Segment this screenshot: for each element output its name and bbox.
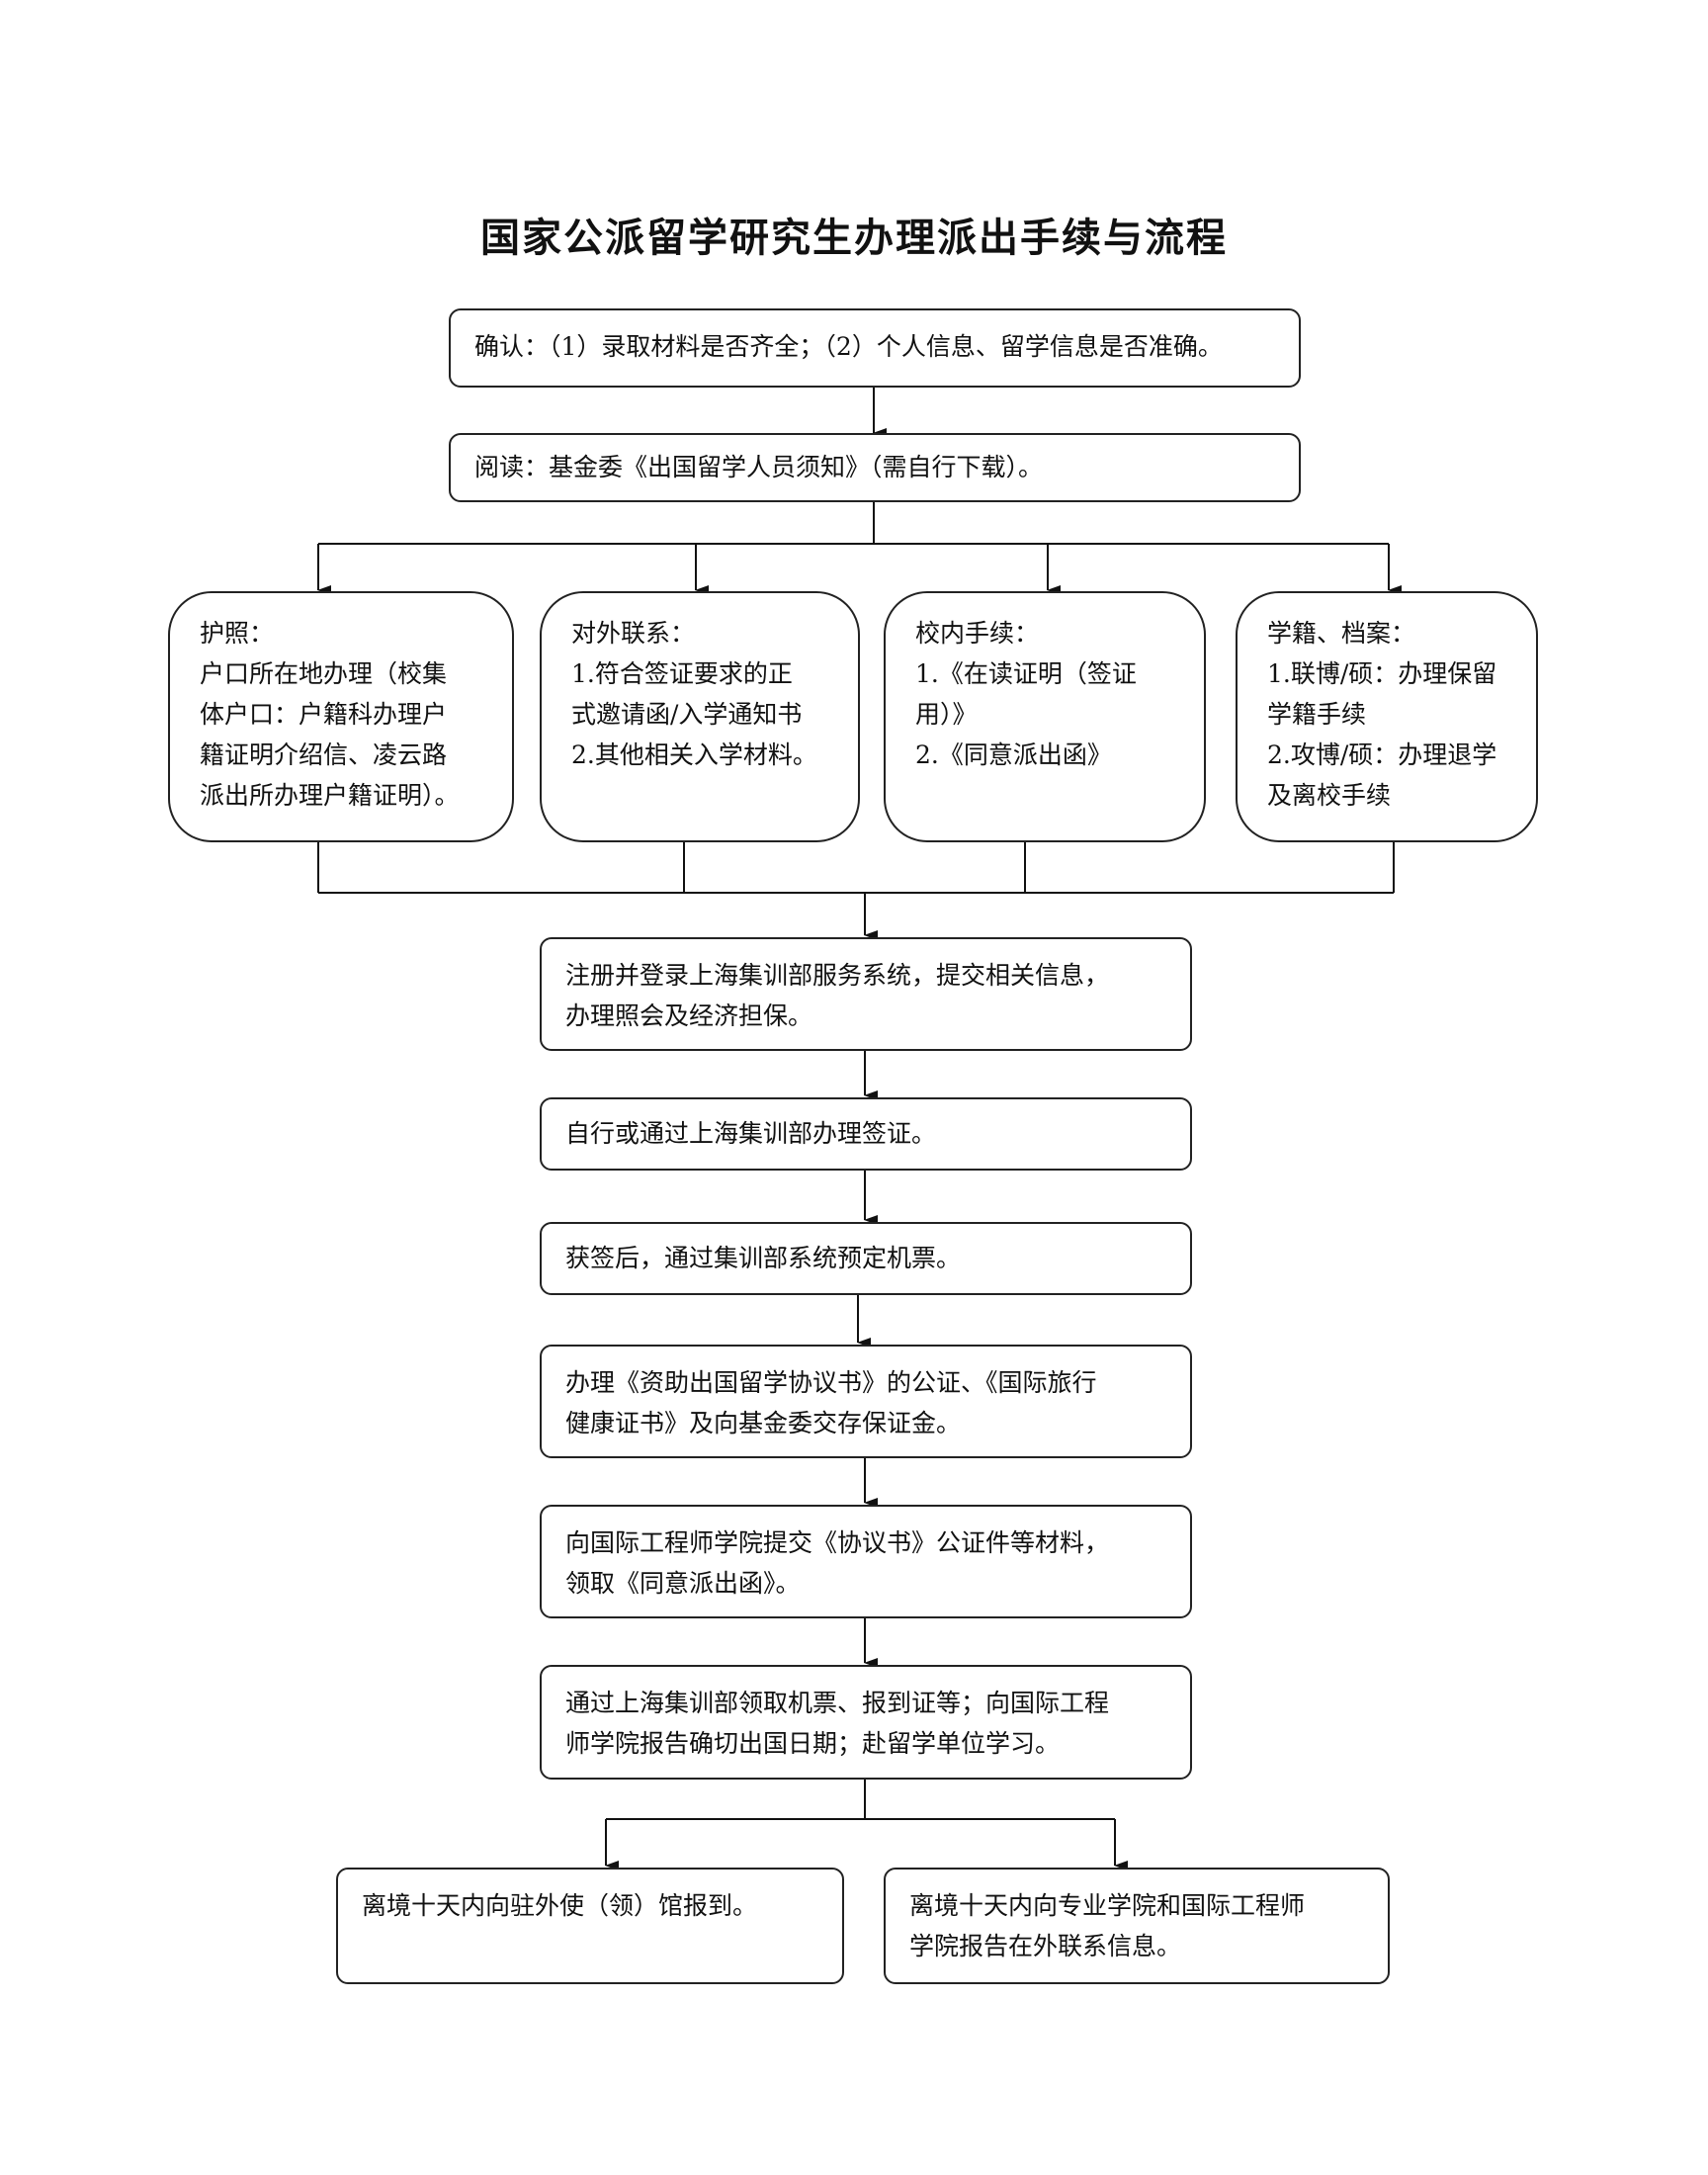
records-heading: 学籍、档案：: [1267, 619, 1416, 648]
campus-heading: 校内手续：: [915, 619, 1040, 648]
notary-line: 办理《资助出国留学协议书》的公证、《国际旅行: [565, 1368, 1097, 1397]
passport-box: 护照： 户口所在地办理（校集 体户口：户籍科办理户 籍证明介绍信、凌云路 派出所…: [168, 591, 514, 842]
records-line: 学籍手续: [1267, 700, 1367, 729]
step-read-text: 阅读：基金委《出国留学人员须知》（需自行下载）。: [474, 453, 1044, 481]
step-confirm-text: 确认：（1）录取材料是否齐全；（2）个人信息、留学信息是否准确。: [474, 332, 1223, 361]
records-line: 2.攻博/硕：办理退学: [1267, 740, 1497, 769]
submit-line: 领取《同意派出函》。: [565, 1569, 801, 1598]
campus-procedure-box: 校内手续： 1.《在读证明（签证 用）》 2.《同意派出函》: [884, 591, 1206, 842]
ticket-text: 获签后，通过集训部系统预定机票。: [565, 1244, 962, 1272]
passport-line: 体户口：户籍科办理户: [200, 700, 448, 729]
external-contact-box: 对外联系： 1.符合签证要求的正 式邀请函/入学通知书 2.其他相关入学材料。: [540, 591, 860, 842]
passport-heading: 护照：: [200, 619, 275, 648]
passport-line: 籍证明介绍信、凌云路: [200, 740, 448, 769]
campus-line: 1.《在读证明（签证: [915, 659, 1137, 688]
external-line: 2.其他相关入学材料。: [571, 740, 817, 769]
report-line: 离境十天内向专业学院和国际工程师: [909, 1891, 1306, 1920]
step-submit-box: 向国际工程师学院提交《协议书》公证件等材料， 领取《同意派出函》。: [540, 1505, 1192, 1618]
contact-report-box: 离境十天内向专业学院和国际工程师 学院报告在外联系信息。: [884, 1868, 1390, 1984]
register-line: 办理照会及经济担保。: [565, 1001, 813, 1030]
page-title: 国家公派留学研究生办理派出手续与流程: [480, 215, 1228, 261]
external-line: 式邀请函/入学通知书: [571, 700, 803, 729]
embassy-report-box: 离境十天内向驻外使（领）馆报到。: [336, 1868, 844, 1984]
campus-line: 用）》: [915, 700, 978, 729]
step-notary-box: 办理《资助出国留学协议书》的公证、《国际旅行 健康证书》及向基金委交存保证金。: [540, 1345, 1192, 1458]
records-line: 及离校手续: [1267, 781, 1392, 810]
student-records-box: 学籍、档案： 1.联博/硕：办理保留 学籍手续 2.攻博/硕：办理退学 及离校手…: [1236, 591, 1538, 842]
embassy-text: 离境十天内向驻外使（领）馆报到。: [362, 1891, 758, 1920]
submit-line: 向国际工程师学院提交《协议书》公证件等材料，: [565, 1528, 1110, 1557]
campus-line: 2.《同意派出函》: [915, 740, 1112, 769]
passport-line: 户口所在地办理（校集: [200, 659, 448, 688]
step-visa-box: 自行或通过上海集训部办理签证。: [540, 1097, 1192, 1171]
step-ticket-box: 获签后，通过集训部系统预定机票。: [540, 1222, 1192, 1295]
report-line: 学院报告在外联系信息。: [909, 1932, 1182, 1960]
passport-line: 派出所办理户籍证明）。: [200, 781, 460, 810]
external-line: 1.符合签证要求的正: [571, 659, 793, 688]
collect-line: 通过上海集训部领取机票、报到证等；向国际工程: [565, 1689, 1110, 1717]
notary-line: 健康证书》及向基金委交存保证金。: [565, 1409, 962, 1437]
collect-line: 师学院报告确切出国日期；赴留学单位学习。: [565, 1729, 1061, 1758]
step-register-box: 注册并登录上海集训部服务系统，提交相关信息， 办理照会及经济担保。: [540, 937, 1192, 1051]
register-line: 注册并登录上海集训部服务系统，提交相关信息，: [565, 961, 1110, 990]
step-read-box: 阅读：基金委《出国留学人员须知》（需自行下载）。: [449, 433, 1301, 502]
step-confirm-box: 确认：（1）录取材料是否齐全；（2）个人信息、留学信息是否准确。: [449, 308, 1301, 388]
visa-text: 自行或通过上海集训部办理签证。: [565, 1119, 937, 1148]
external-heading: 对外联系：: [571, 619, 696, 648]
records-line: 1.联博/硕：办理保留: [1267, 659, 1497, 688]
step-collect-box: 通过上海集训部领取机票、报到证等；向国际工程 师学院报告确切出国日期；赴留学单位…: [540, 1665, 1192, 1780]
